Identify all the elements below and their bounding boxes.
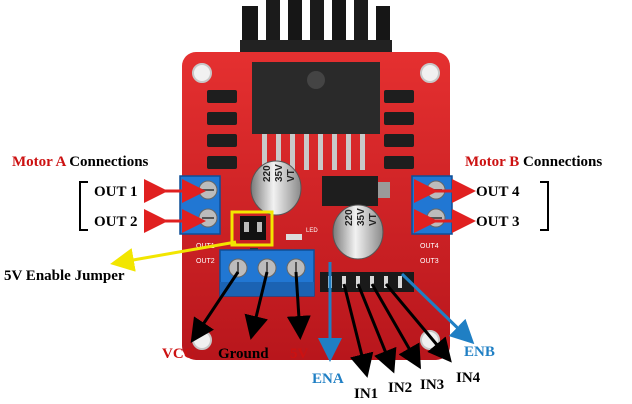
svg-text:VT: VT — [368, 213, 379, 226]
diodes-left — [207, 90, 237, 169]
svg-text:220: 220 — [262, 165, 273, 182]
motor-b-heading: Motor B Connections — [465, 154, 602, 170]
label-enb: ENB — [464, 344, 495, 360]
5v-enable-jumper — [230, 210, 274, 247]
arrows-inputs — [342, 283, 452, 378]
diodes-right — [384, 90, 414, 169]
l298n-chip — [252, 62, 380, 170]
capacitor-2: 220 35V VT — [332, 204, 384, 260]
label-in2: IN2 — [388, 380, 412, 396]
bracket-motor-a — [79, 181, 88, 231]
bracket-motor-b — [540, 181, 549, 231]
svg-text:OUT3: OUT3 — [420, 258, 439, 265]
arrows-enable — [318, 262, 475, 362]
svg-text:OUT4: OUT4 — [420, 243, 439, 250]
label-ena: ENA — [312, 371, 344, 387]
label-in3: IN3 — [420, 377, 444, 393]
svg-text:35V: 35V — [274, 164, 285, 182]
arrows-motor-b — [414, 179, 476, 233]
capacitor-1: 220 35V VT — [250, 160, 302, 216]
label-ground: Ground — [218, 346, 269, 362]
svg-text:220: 220 — [344, 209, 355, 226]
arrows-power — [190, 271, 311, 343]
label-in1: IN1 — [354, 386, 378, 402]
voltage-regulator — [322, 176, 390, 206]
header-pins — [320, 272, 414, 292]
arrows-motor-a — [144, 179, 206, 233]
svg-text:LED: LED — [306, 228, 318, 234]
label-out2: OUT 2 — [94, 214, 137, 230]
motor-a-heading: Motor A Connections — [12, 154, 149, 170]
label-out4: OUT 4 — [476, 184, 520, 200]
label-5v: 5V — [290, 346, 309, 362]
label-vcc: VCC — [162, 346, 195, 362]
svg-text:35V: 35V — [356, 208, 367, 226]
label-jumper: 5V Enable Jumper — [4, 268, 125, 284]
svg-text:VT: VT — [286, 169, 297, 182]
svg-text:OUT2: OUT2 — [196, 258, 215, 265]
arrow-jumper — [110, 240, 237, 272]
label-out1: OUT 1 — [94, 184, 137, 200]
label-out3: OUT 3 — [476, 214, 519, 230]
label-in4: IN4 — [456, 370, 481, 386]
